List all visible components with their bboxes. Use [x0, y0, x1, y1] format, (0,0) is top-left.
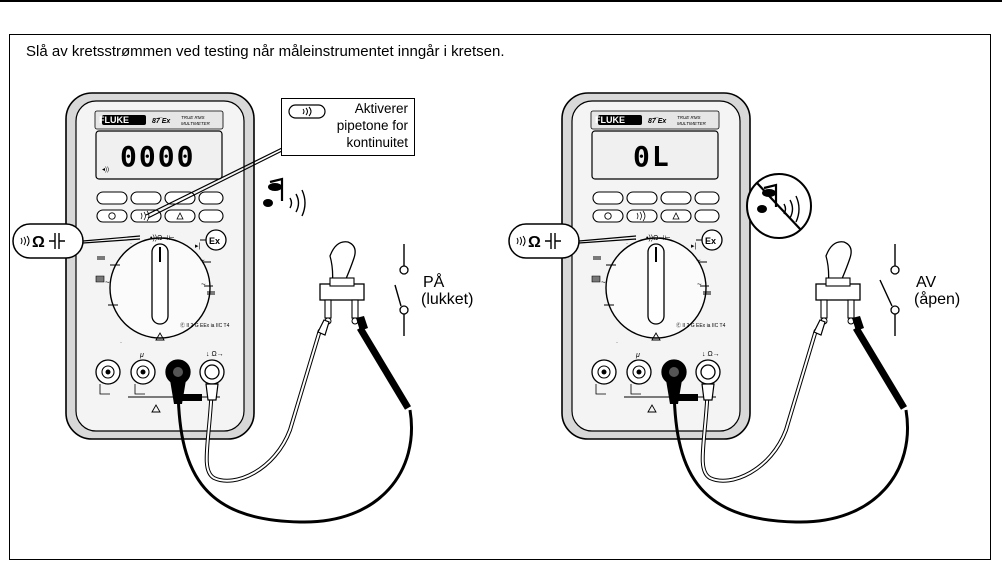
- right-lcd-reading: 0L: [633, 140, 671, 173]
- left-subtitle-1: TRUE RMS: [181, 115, 205, 120]
- left-switch-state-sublabel: (lukket): [421, 291, 474, 308]
- left-brand-text: FLUKE: [99, 115, 129, 125]
- left-beeper-on-icon: [263, 177, 306, 217]
- left-certification: Ⓔ II 2 G EEx ia IIC T4: [180, 322, 230, 329]
- callout-line-3: kontinuitet: [346, 135, 408, 150]
- right-subtitle-2: MULTIMETER: [677, 121, 707, 126]
- left-toggle-switch: [319, 241, 365, 325]
- top-rule: [0, 0, 1002, 2]
- left-switch-state-label: PÅ: [423, 274, 445, 291]
- callout-line-2: pipetone for: [336, 118, 408, 133]
- left-model-text: 87̅ Ex: [152, 117, 171, 125]
- figure-frame: [9, 34, 991, 560]
- left-callout-leader: [145, 147, 283, 216]
- left-lcd-reading: 0000: [120, 140, 195, 173]
- right-subtitle-1: TRUE RMS: [677, 115, 701, 120]
- right-brand-text: FLUKE: [595, 115, 625, 125]
- right-switch-state-label: AV: [916, 274, 937, 291]
- right-model-text: 87̅ Ex: [648, 117, 667, 125]
- left-test-leads: [170, 316, 413, 524]
- left-subtitle-2: MULTIMETER: [181, 121, 211, 126]
- right-toggle-switch: [815, 241, 861, 325]
- left-switch-symbol-closed: [394, 244, 409, 336]
- left-lcd-beeper-icon: ◂)): [102, 167, 109, 173]
- beeper-button-icon: [288, 104, 326, 119]
- right-beeper-off-icon: [746, 173, 812, 239]
- callout-line-1: Aktiverer: [354, 101, 408, 116]
- right-switch-state-sublabel: (åpen): [914, 291, 961, 308]
- right-certification: Ⓔ II 2 G EEx ia IIC T4: [676, 322, 726, 329]
- figure-caption: Slå av kretsstrømmen ved testing når mål…: [26, 43, 505, 60]
- right-switch-symbol-open: [879, 244, 900, 336]
- continuity-beeper-callout: Aktiverer pipetone for kontinuitet: [281, 98, 415, 156]
- right-test-leads: [666, 316, 909, 524]
